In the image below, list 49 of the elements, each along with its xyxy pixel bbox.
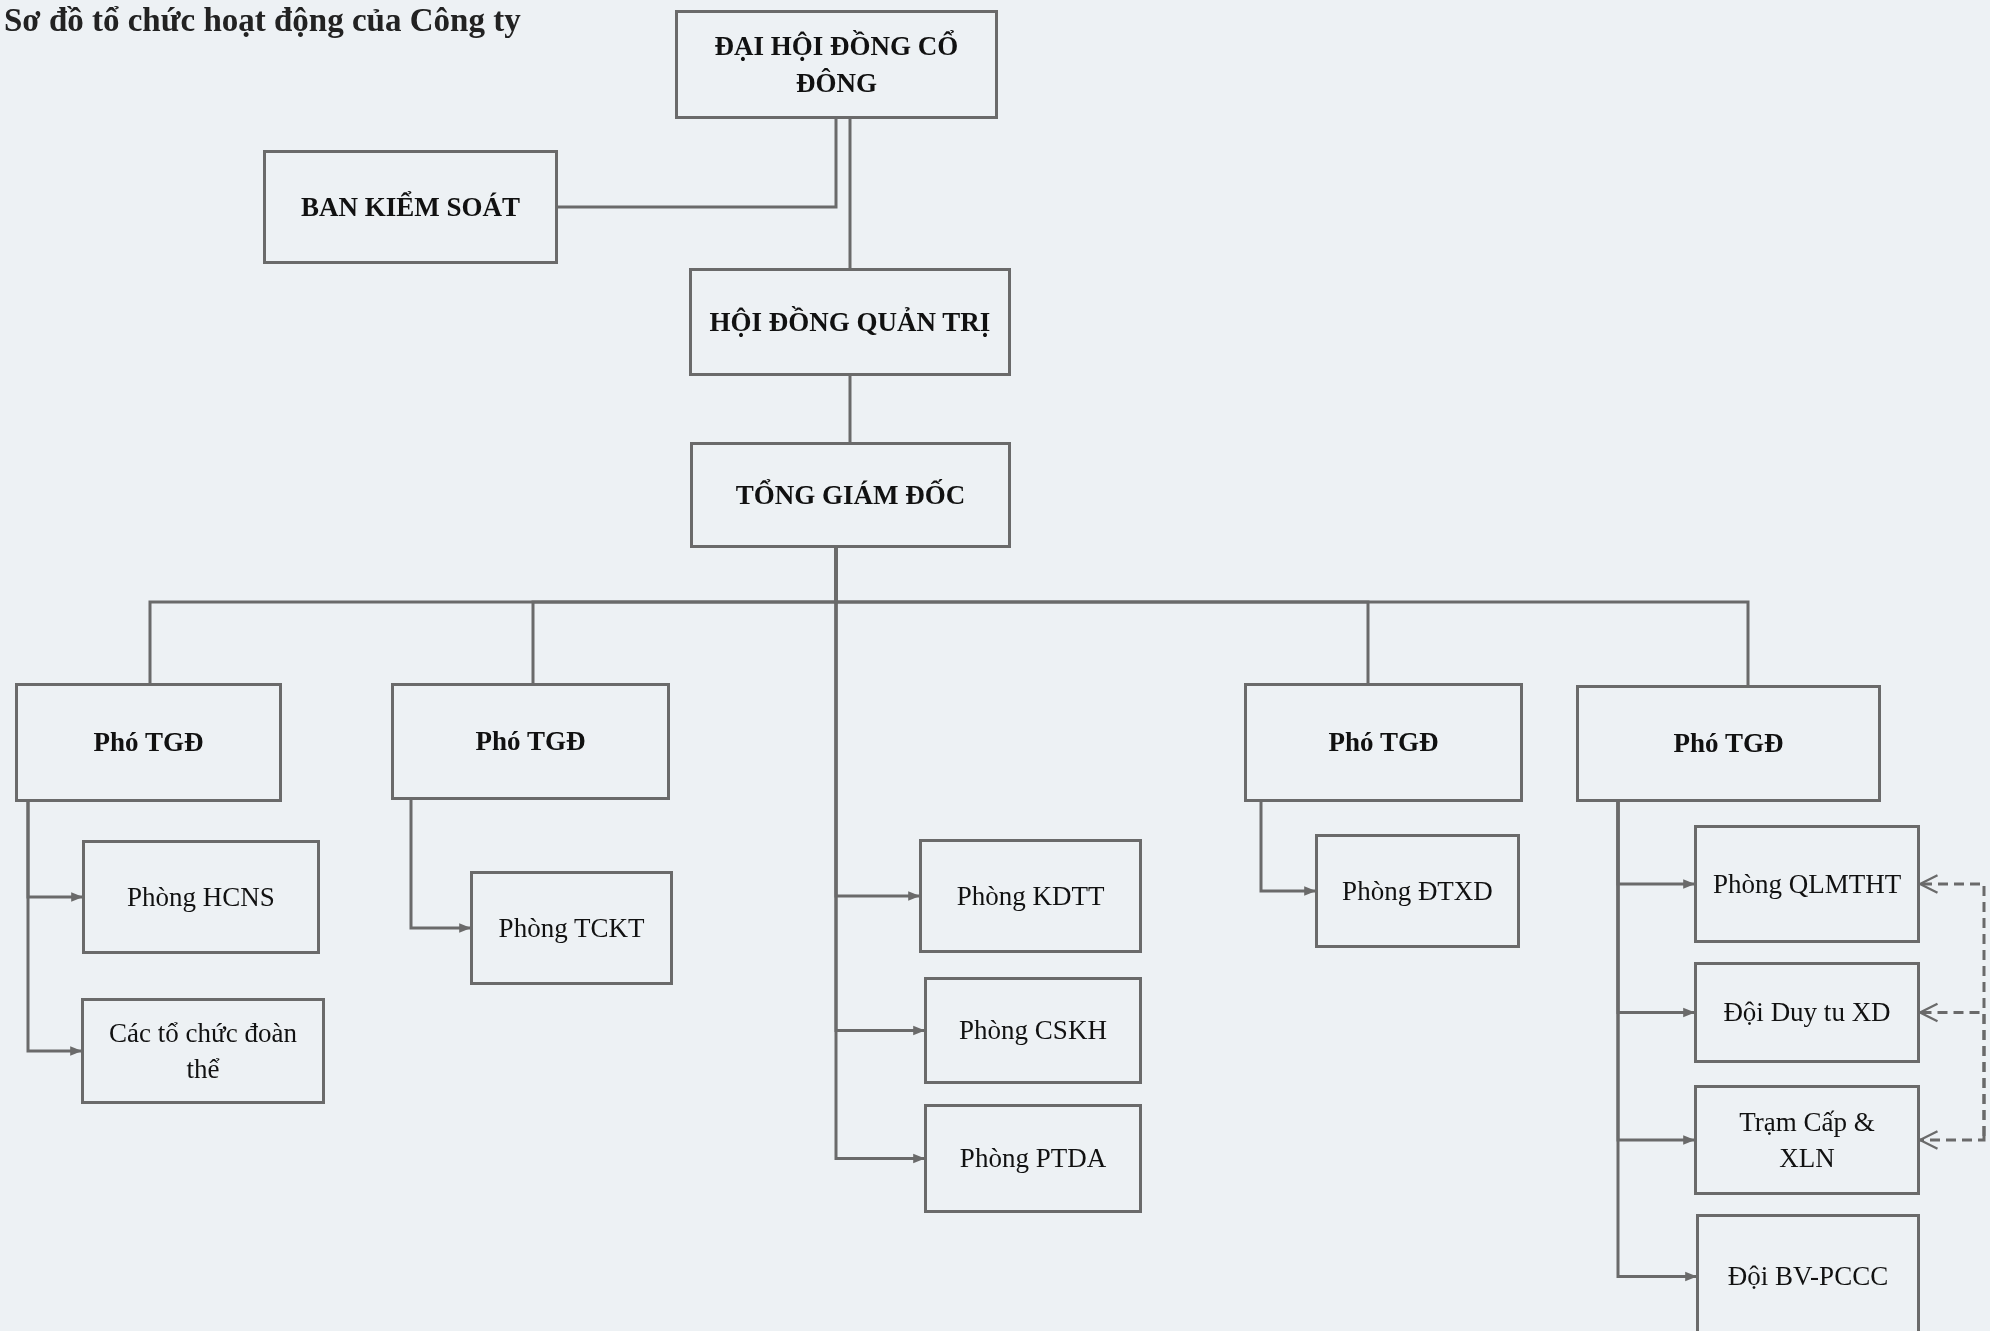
box-label: Phòng TCKT: [498, 911, 645, 945]
connector-line: [848, 376, 852, 442]
box-label: Phòng HCNS: [127, 880, 275, 914]
org-chart-box: [391, 683, 670, 800]
box-label: Phòng QLMTHT: [1712, 867, 1902, 901]
arrow: [1616, 802, 1698, 1282]
dashed-arrow: [1918, 1002, 1986, 1136]
org-chart-box: [470, 871, 673, 985]
box-label: ĐẠI HỘI ĐỒNG CỔ ĐÔNG: [713, 29, 960, 100]
org-chart-box: [1576, 685, 1881, 802]
org-chart-box: [15, 683, 282, 802]
arrow: [834, 548, 926, 1164]
box-label: BAN KIỂM SOÁT: [300, 190, 520, 224]
diagram-title: Sơ đồ tổ chức hoạt động của Công ty: [4, 2, 521, 39]
org-chart-box: [1694, 825, 1920, 943]
arrow: [409, 800, 472, 933]
box-label: HỘI ĐỒNG QUẢN TRỊ: [709, 305, 991, 339]
box-label: Trạm Cấp & XLN: [1738, 1105, 1876, 1175]
org-chart-box: [675, 10, 998, 119]
org-chart-box: [924, 1104, 1142, 1213]
org-chart-box: [1694, 1085, 1920, 1195]
box-label: Các tổ chức đoàn thể: [108, 1016, 298, 1086]
box-label: Phòng CSKH: [959, 1014, 1107, 1048]
connector-line: [848, 119, 852, 268]
box-label: Phòng PTDA: [959, 1142, 1107, 1176]
box-label: Phó TGĐ: [1328, 726, 1439, 760]
arrow: [1259, 802, 1317, 896]
org-chart-box: [919, 839, 1142, 953]
org-chart-box: [1315, 834, 1520, 948]
org-chart-box: [690, 442, 1011, 548]
org-chart-box: [82, 840, 320, 954]
box-label: TỔNG GIÁM ĐỐC: [735, 478, 966, 512]
org-chart-box: [924, 977, 1142, 1084]
box-label: Đội Duy tu XD: [1723, 996, 1891, 1030]
connector-line: [558, 119, 838, 209]
box-label: Phó TGĐ: [1673, 727, 1784, 761]
org-chart-box: [1696, 1214, 1920, 1331]
arrow: [26, 802, 83, 1056]
org-chart-box: [81, 998, 325, 1104]
org-chart-box: [263, 150, 558, 264]
box-label: Phó TGĐ: [475, 725, 586, 759]
org-chart-box: [689, 268, 1011, 376]
org-chart-box: [1244, 683, 1523, 802]
dashed-arrow: [1918, 1130, 1986, 1150]
box-label: Phòng ĐTXD: [1342, 874, 1493, 908]
box-label: Đội BV-PCCC: [1727, 1260, 1889, 1294]
box-label: Phó TGĐ: [93, 726, 204, 760]
org-chart-box: [1694, 962, 1920, 1063]
box-label: Phòng KDTT: [956, 879, 1105, 913]
